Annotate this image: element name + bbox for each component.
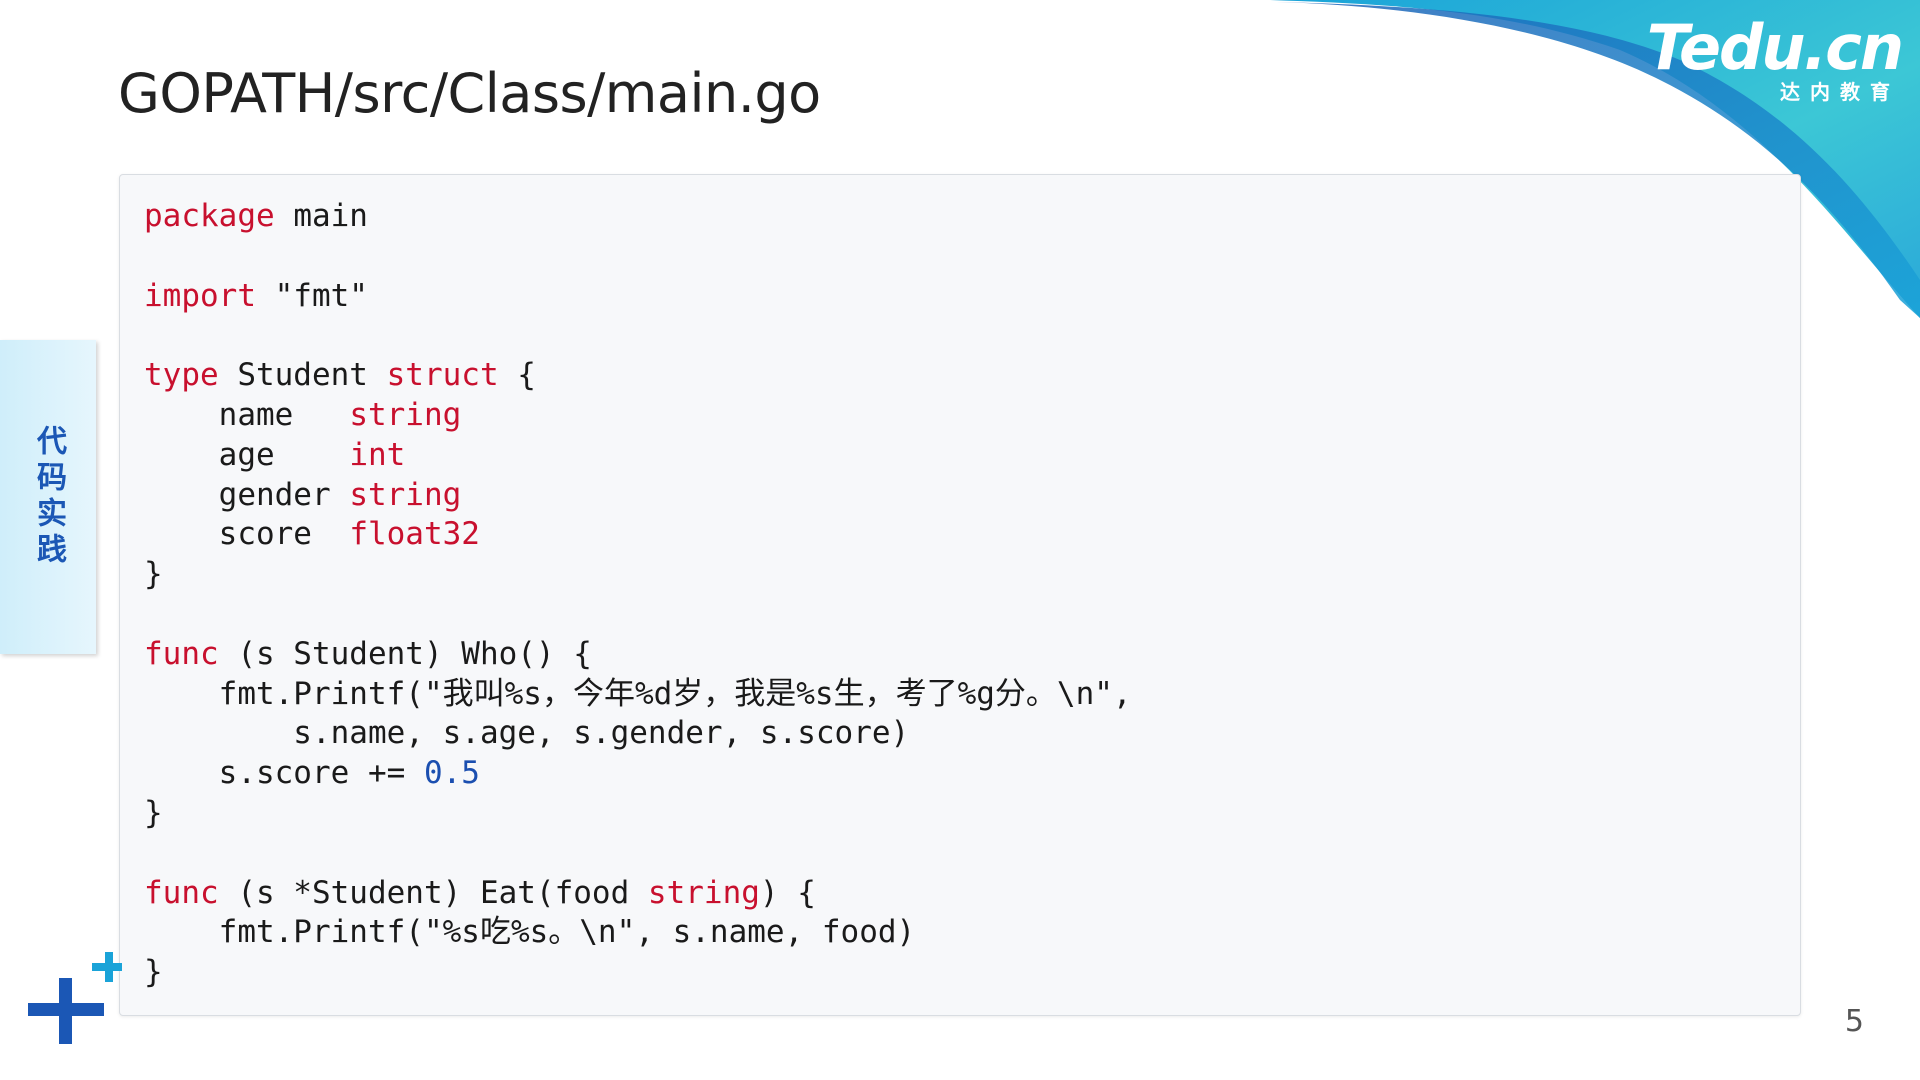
logo-brand: Tedu.cn (1646, 11, 1904, 84)
code-text: "fmt" (255, 277, 368, 314)
code-text: main (274, 198, 368, 234)
code-text: gender (144, 476, 350, 513)
large-plus-icon (28, 978, 104, 1044)
code-line (144, 834, 1776, 874)
code-keyword: string (647, 874, 760, 911)
code-line (144, 316, 1776, 356)
code-text: ) { (759, 874, 816, 911)
code-line: score float32 (144, 515, 1776, 555)
code-line: import "fmt" (144, 277, 1776, 317)
code-keyword: type (144, 357, 219, 394)
code-keyword: package (144, 198, 275, 234)
code-keyword: string (349, 396, 462, 433)
code-text: (s *Student) Eat(food (218, 874, 648, 911)
code-text: } (144, 794, 163, 831)
code-line: type Student struct { (144, 356, 1776, 396)
code-text: (s Student) Who() { (218, 635, 592, 672)
tedu-logo: Tedu.cn 达内教育 (1646, 11, 1904, 105)
code-text: age (144, 436, 350, 473)
code-keyword: struct (386, 357, 499, 394)
code-keyword: string (349, 476, 462, 513)
code-line: func (s *Student) Eat(food string) { (144, 874, 1776, 914)
code-line: } (144, 794, 1776, 834)
code-keyword: func (144, 874, 219, 911)
code-text: { (498, 357, 536, 394)
code-text: s.score += (144, 755, 424, 792)
code-line (144, 595, 1776, 635)
code-text: s.name, s.age, s.gender, s.score) (144, 715, 910, 752)
code-line: package main (144, 197, 1776, 237)
slide-title: GOPATH/src/Class/main.go (118, 62, 821, 125)
code-text: score (144, 516, 350, 553)
code-text: } (144, 556, 163, 593)
code-line: gender string (144, 476, 1776, 516)
code-block: package main import "fmt" type Student s… (119, 174, 1801, 1016)
code-line: s.name, s.age, s.gender, s.score) (144, 714, 1776, 754)
code-keyword: int (349, 436, 406, 473)
side-section-tab: 代码实践 (0, 340, 96, 654)
code-line: s.score += 0.5 (144, 754, 1776, 794)
logo-subtitle: 达内教育 (1780, 80, 1900, 104)
code-keyword: float32 (349, 516, 480, 553)
code-content: package main import "fmt" type Student s… (144, 197, 1776, 993)
code-line: func (s Student) Who() { (144, 635, 1776, 675)
code-text: Student (218, 357, 387, 394)
code-text: name (144, 396, 350, 433)
code-line: fmt.Printf("我叫%s，今年%d岁，我是%s生，考了%g分。\n", (144, 675, 1776, 715)
code-number: 0.5 (423, 755, 480, 792)
code-line (144, 237, 1776, 277)
code-text: fmt.Printf("%s吃%s。\n", s.name, food) (144, 914, 916, 951)
code-line: age int (144, 436, 1776, 476)
code-line: } (144, 555, 1776, 595)
code-line: fmt.Printf("%s吃%s。\n", s.name, food) (144, 913, 1776, 953)
code-line: } (144, 953, 1776, 993)
code-keyword: func (144, 635, 219, 672)
small-plus-icon (92, 952, 122, 982)
side-tab-label: 代码实践 (31, 425, 66, 569)
code-line: name string (144, 396, 1776, 436)
code-text: fmt.Printf("我叫%s，今年%d岁，我是%s生，考了%g分。\n", (144, 675, 1132, 712)
page-number: 5 (1844, 1004, 1864, 1039)
code-text: } (144, 954, 163, 991)
code-keyword: import (144, 277, 256, 314)
